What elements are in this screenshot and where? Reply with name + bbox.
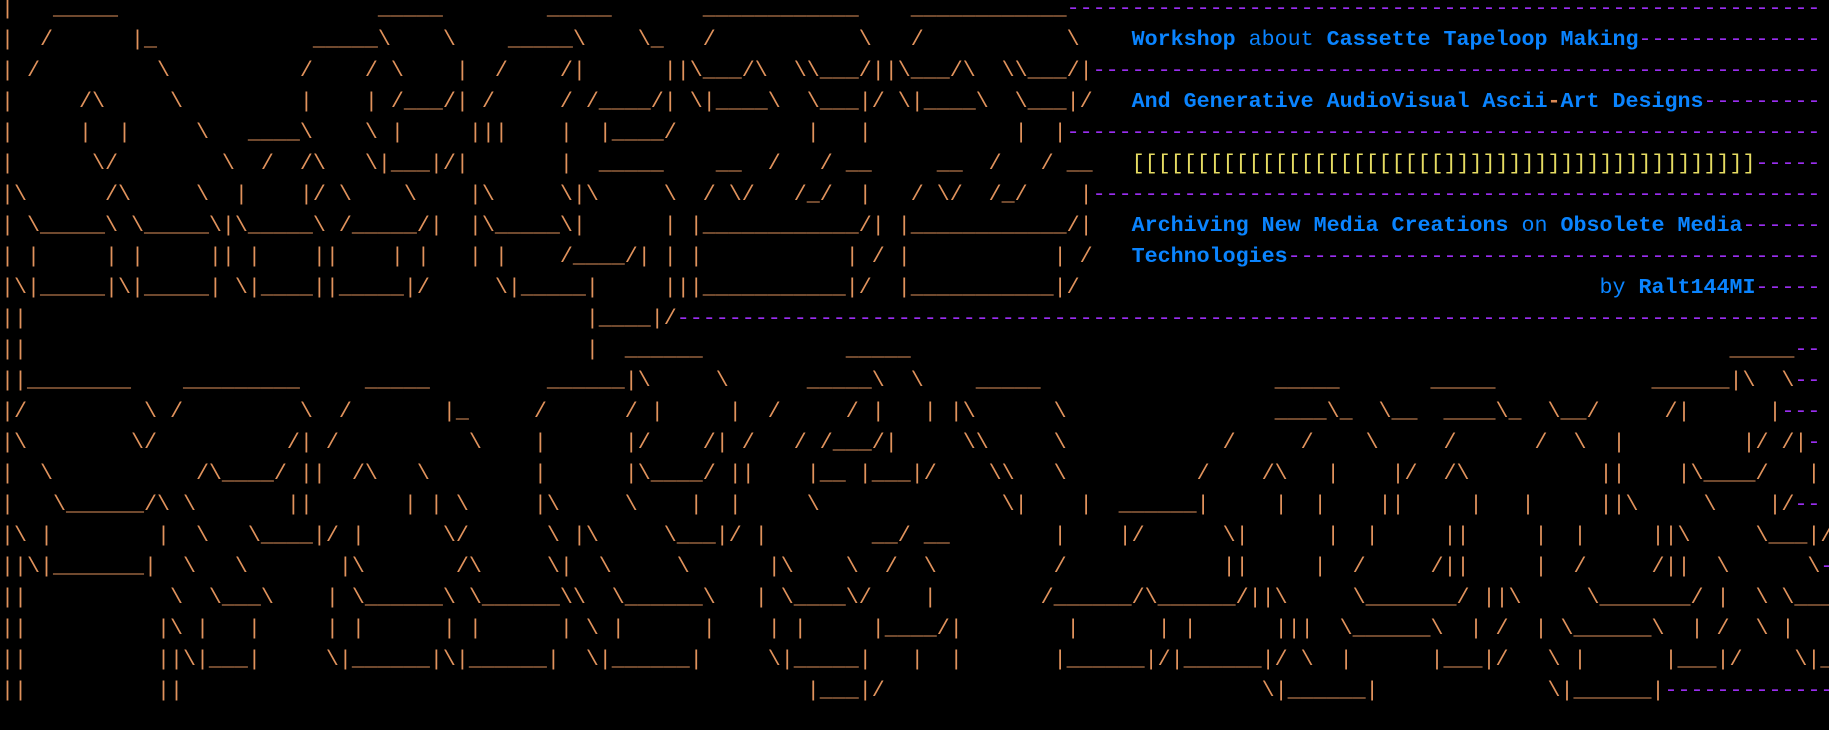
banner-text: by (1599, 275, 1626, 300)
art-row: | \_____\ \_____\|\_____\ /_____/| |\___… (1, 210, 1829, 241)
dashed-divider: - (1807, 430, 1821, 455)
art-row: || \ \___\ | \______\ \______\\ \______\… (1, 582, 1829, 613)
bracket-divider: [[[[[[[[[[[[[[[[[[[[[[[[]]]]]]]]]]]]]]]]… (1131, 151, 1756, 176)
dashed-divider: --- (1781, 399, 1821, 424)
art-row: | \______/\ \ || | | \ |\ \ | | \ \| | _… (1, 489, 1829, 520)
ascii-art-line: || ||\|___| \|______|\|______| \|______|… (1, 647, 1829, 672)
dashed-divider: ----- (1820, 554, 1829, 579)
art-row: | / \ / / \ | / /| ||\___/\ \\___/||\___… (1, 55, 1829, 86)
banner-text: Obsolete Media (1547, 213, 1743, 238)
dashed-divider: ----------------------------------------… (676, 306, 1821, 331)
ascii-art-line: | /\ \ | | /___/| / / /____/| \|____\ \_… (1, 89, 1132, 114)
ascii-art-line: ||\|_______| \ \ |\ /\ \| \ \ |\ \ / \ /… (1, 554, 1821, 579)
ascii-art-line: || \ \___\ | \______\ \______\\ \______\… (1, 585, 1829, 610)
art-row: |/ \ / \ / |_ / / | | / / | | |\ \ ____\… (1, 396, 1829, 427)
ascii-art-line: | _____ _____ _____ ____________ _______… (1, 0, 1067, 21)
art-row: |\|_____|\|_____| \|____||_____|/ \|____… (1, 272, 1829, 303)
art-row: ||________ _________ _____ ______|\ \ __… (1, 365, 1829, 396)
ascii-art-line: |\ /\ \ | |/ \ \ |\ \|\ \ / \/ /_/ | / \… (1, 182, 1093, 207)
art-row: |\ /\ \ | |/ \ \ |\ \|\ \ / \/ /_/ | / \… (1, 179, 1829, 210)
ascii-art-line: | | | \ ____\ \ | ||| | |____/ | | | | (1, 120, 1067, 145)
art-row: | _____ _____ _____ ____________ _______… (1, 0, 1829, 24)
art-row: ||\|_______| \ \ |\ /\ \| \ \ |\ \ / \ /… (1, 551, 1829, 582)
banner-text: Archiving New Media Creations (1131, 213, 1522, 238)
dashed-divider: ----------------------------------------… (1066, 0, 1821, 21)
banner-text: Cassette Tapeloop Making (1313, 27, 1639, 52)
dashed-divider: -- (1794, 492, 1821, 517)
art-row: || |\ | | | | | | | \ | | | | |____/| | … (1, 613, 1829, 644)
ascii-art-line: | \_____\ \_____\|\_____\ /_____/| |\___… (1, 213, 1132, 238)
dashed-divider: ----- (1755, 151, 1821, 176)
dashed-divider: -- (1794, 368, 1821, 393)
dashed-divider: ----- (1755, 275, 1821, 300)
banner-text: Technologies (1131, 244, 1288, 269)
dashed-divider: -------------- (1638, 27, 1821, 52)
ascii-art-line: | | | | || | || | | | | /____/| | | | / … (1, 244, 1132, 269)
dashed-divider: ----------------------------------------… (1092, 182, 1821, 207)
banner-text: Ralt144MI (1625, 275, 1756, 300)
ascii-art-line: |\ \/ /| / \ | |/ /| / / /___/| \\ \ / /… (1, 430, 1808, 455)
art-row: || | ______ _____ _____-- (1, 334, 1829, 365)
art-row: | | | \ ____\ \ | ||| | |____/ | | | |--… (1, 117, 1829, 148)
dashed-divider: ------ (1742, 213, 1821, 238)
banner-text: on (1521, 213, 1548, 238)
ascii-art-line: |\|_____|\|_____| \|____||_____|/ \|____… (1, 275, 1600, 300)
banner-text: - (1547, 89, 1561, 114)
dashed-divider: ----------------------------------------… (1287, 244, 1821, 269)
ascii-art-line: || |____|/ (1, 306, 677, 331)
ascii-art-line: | / |_ _____\ \ _____\ \_ / \ / \ (1, 27, 1132, 52)
art-row: | \ /\____/ || /\ \ | |\____/ || |__ |__… (1, 458, 1829, 489)
art-row: || |____|/------------------------------… (1, 303, 1829, 334)
art-row: |\ | | \ \____|/ | \/ \ |\ \___|/ | __/ … (1, 520, 1829, 551)
ascii-art-banner: | _____ _____ _____ ____________ _______… (1, 0, 1829, 706)
ascii-art-line: | / \ / / \ | / /| ||\___/\ \\___/||\___… (1, 58, 1093, 83)
ascii-art-line: | \/ \ / /\ \|___|/| | _____ __ / / __ _… (1, 151, 1132, 176)
banner-text: And Generative AudioVisual Ascii (1131, 89, 1548, 114)
ascii-art-line: || || |___|/ \|______| \|______| (1, 678, 1665, 703)
ascii-art-line: || |\ | | | | | | | \ | | | | |____/| | … (1, 616, 1829, 641)
ascii-art-line: ||________ _________ _____ ______|\ \ __… (1, 368, 1795, 393)
banner-text: Art Designs (1560, 89, 1704, 114)
ascii-art-line: | \______/\ \ || | | \ |\ \ | | \ \| | _… (1, 492, 1795, 517)
dashed-divider: ----------------------------------------… (1092, 58, 1821, 83)
ascii-art-line: | \ /\____/ || /\ \ | |\____/ || |__ |__… (1, 461, 1821, 486)
dashed-divider: --------- (1703, 89, 1821, 114)
ascii-art-line: || | ______ _____ _____ (1, 337, 1795, 362)
art-row: | \/ \ / /\ \|___|/| | _____ __ / / __ _… (1, 148, 1829, 179)
art-row: | | | | || | || | | | | /____/| | | | / … (1, 241, 1829, 272)
art-row: |\ \/ /| / \ | |/ /| / / /___/| \\ \ / /… (1, 427, 1829, 458)
art-row: | / |_ _____\ \ _____\ \_ / \ / \ Worksh… (1, 24, 1829, 55)
ascii-art-line: |/ \ / \ / |_ / / | | / / | | |\ \ ____\… (1, 399, 1782, 424)
dashed-divider: ----------------------------------------… (1066, 120, 1821, 145)
dashed-divider: -- (1794, 337, 1821, 362)
art-row: | /\ \ | | /___/| / / /____/| \|____\ \_… (1, 86, 1829, 117)
banner-text: about (1248, 27, 1314, 52)
banner-text: Workshop (1131, 27, 1249, 52)
art-row: || || |___|/ \|______| \|______|--------… (1, 675, 1829, 706)
art-row: || ||\|___| \|______|\|______| \|______|… (1, 644, 1829, 675)
dashed-divider: ---------------- (1664, 678, 1829, 703)
ascii-art-line: |\ | | \ \____|/ | \/ \ |\ \___|/ | __/ … (1, 523, 1829, 548)
